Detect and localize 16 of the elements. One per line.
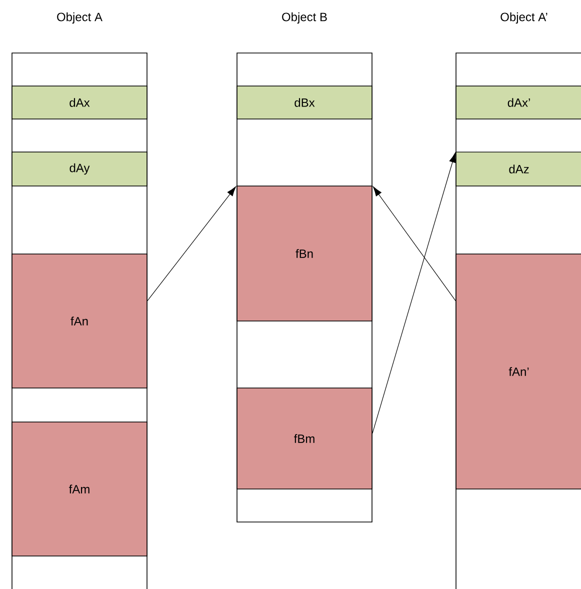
field-box: dAx (12, 86, 148, 120)
field-box: dAz (456, 152, 581, 186)
function-box: fBn (236, 186, 372, 322)
column-title: Object B (282, 12, 327, 24)
function-box: fAn (12, 254, 148, 388)
arrow (372, 152, 456, 434)
column-title: Object A (57, 12, 102, 24)
function-box: fAn’ (456, 254, 581, 490)
function-box: fBm (236, 388, 372, 490)
field-box: dAx’ (456, 86, 581, 120)
field-box: dBx (236, 86, 372, 120)
function-box: fAm (12, 422, 148, 556)
column-title: Object A’ (500, 12, 548, 24)
arrow (147, 186, 236, 302)
arrow (372, 186, 456, 302)
field-box: dAy (12, 152, 148, 186)
